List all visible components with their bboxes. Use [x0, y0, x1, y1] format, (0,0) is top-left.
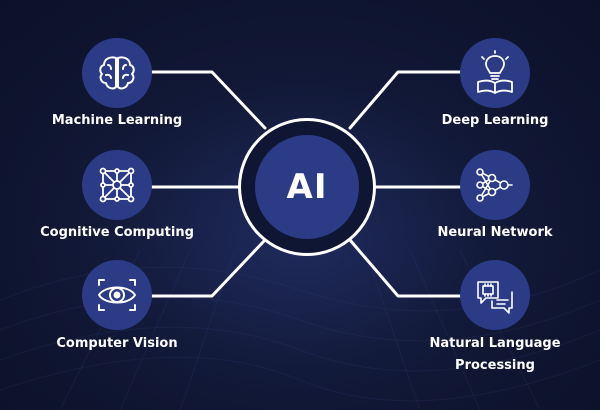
connector-machine-learning — [148, 70, 267, 130]
node-computer-vision-icon-circle — [82, 260, 152, 330]
network-square-icon — [99, 167, 135, 203]
node-deep-learning-icon-circle — [460, 38, 530, 108]
connector-nlp — [348, 238, 462, 298]
node-nlp-label-line1: Natural Language — [429, 336, 561, 351]
chip-chat-icon — [477, 281, 513, 314]
center-node: AI — [238, 118, 376, 256]
center-label: AI — [286, 167, 328, 207]
connector-deep-learning — [348, 70, 462, 130]
lightbulb-book-icon — [477, 50, 513, 94]
eye-icon — [98, 279, 136, 311]
node-neural-network-label: Neural Network — [437, 225, 553, 240]
node-cognitive-computing-icon-circle — [82, 150, 152, 220]
node-deep-learning-label: Deep Learning — [441, 113, 549, 128]
node-machine-learning-icon-circle — [82, 38, 152, 108]
node-nlp-icon-circle — [460, 260, 530, 330]
node-machine-learning-label: Machine Learning — [51, 113, 183, 128]
center-inner-circle: AI — [255, 135, 359, 239]
node-computer-vision-label: Computer Vision — [56, 336, 178, 351]
brain-icon — [99, 56, 135, 90]
node-neural-network-icon-circle — [460, 150, 530, 220]
connector-computer-vision — [148, 238, 267, 298]
neural-network-icon — [476, 168, 513, 202]
node-nlp-label-line2: Processing — [455, 358, 535, 373]
node-cognitive-computing-label: Cognitive Computing — [40, 225, 194, 240]
